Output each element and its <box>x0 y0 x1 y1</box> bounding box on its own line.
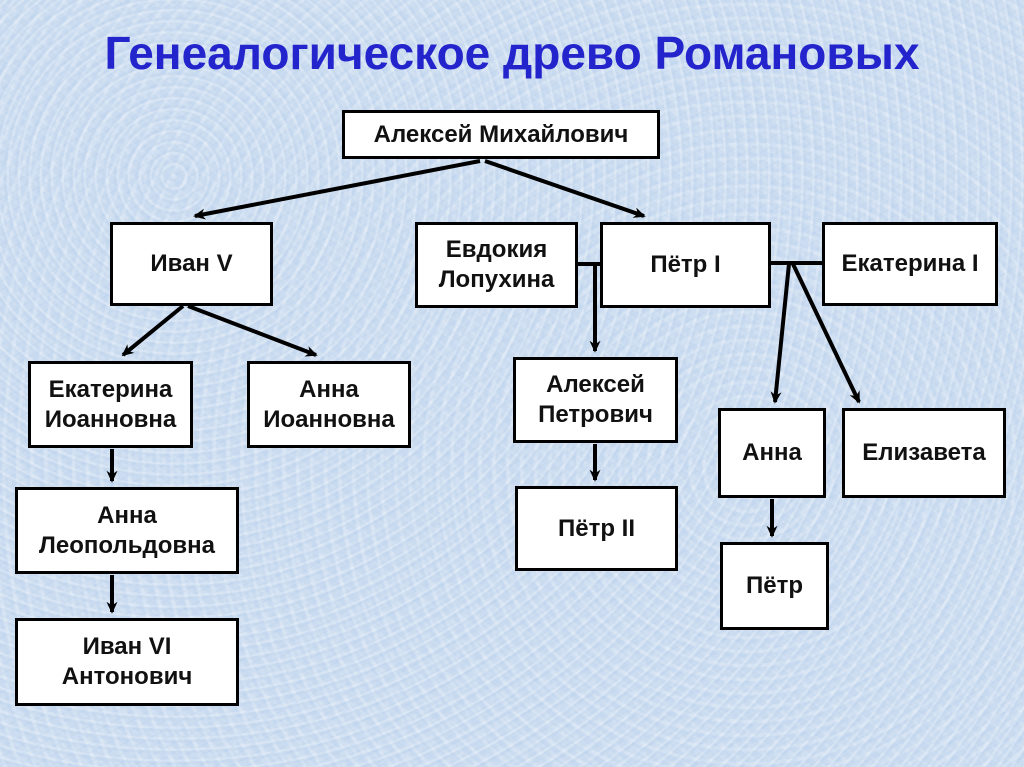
person-name: Екатерина I <box>841 250 979 277</box>
person-name: Алексей Петрович <box>538 371 653 428</box>
person-name: Анна Иоанновна <box>263 375 395 433</box>
person-box-aleksey-mikhailovich: Алексей Михайлович <box>342 110 660 159</box>
person-box-ekaterina-ioannovna: Екатерина Иоанновна <box>28 361 193 448</box>
person-name: Елизавета <box>862 439 986 466</box>
person-name: Алексей Михайлович <box>373 120 629 148</box>
edge-aleksey-mikhailovich-to-petr-i <box>484 159 646 218</box>
person-box-petr-i: Пётр I <box>600 222 771 308</box>
edge-aleksey-mikhailovich-to-ivan-v <box>193 159 481 220</box>
person-box-petr-ii: Пётр II <box>515 486 678 571</box>
person-name: Анна Леопольдовна <box>39 501 215 559</box>
person-name: Пётр <box>745 572 803 599</box>
person-name: Иван V <box>150 250 233 277</box>
person-name: Екатерина Иоанновна <box>44 375 177 433</box>
edge-petr-i-ekaterina-to-anna <box>770 263 791 404</box>
edge-ivan-v-to-anna-ioannovna <box>187 304 318 357</box>
person-name: Евдокия Лопухина <box>438 236 555 293</box>
person-name: Иван VI Антонович <box>61 633 193 690</box>
person-name: Пётр II <box>557 514 635 542</box>
person-box-aleksey-petrovich: Алексей Петрович <box>513 357 678 443</box>
person-box-evdokia-lopukhina: Евдокия Лопухина <box>415 222 578 308</box>
person-box-elizaveta: Елизавета <box>842 408 1006 498</box>
person-name: Анна <box>742 439 802 466</box>
person-box-anna-leopoldovna: Анна Леопольдовна <box>15 487 239 574</box>
person-box-petr: Пётр <box>720 542 829 630</box>
person-box-ekaterina-i: Екатерина I <box>822 222 998 306</box>
page-title: Генеалогическое древо Романовых <box>104 27 920 79</box>
person-box-anna: Анна <box>718 408 826 498</box>
person-box-anna-ioannovna: Анна Иоанновна <box>247 361 411 448</box>
edge-ivan-v-to-ekaterina-ioannovna <box>121 304 185 357</box>
person-box-ivan-v: Иван V <box>110 222 273 306</box>
person-name: Пётр I <box>650 251 721 278</box>
person-box-ivan-vi: Иван VI Антонович <box>15 618 239 706</box>
